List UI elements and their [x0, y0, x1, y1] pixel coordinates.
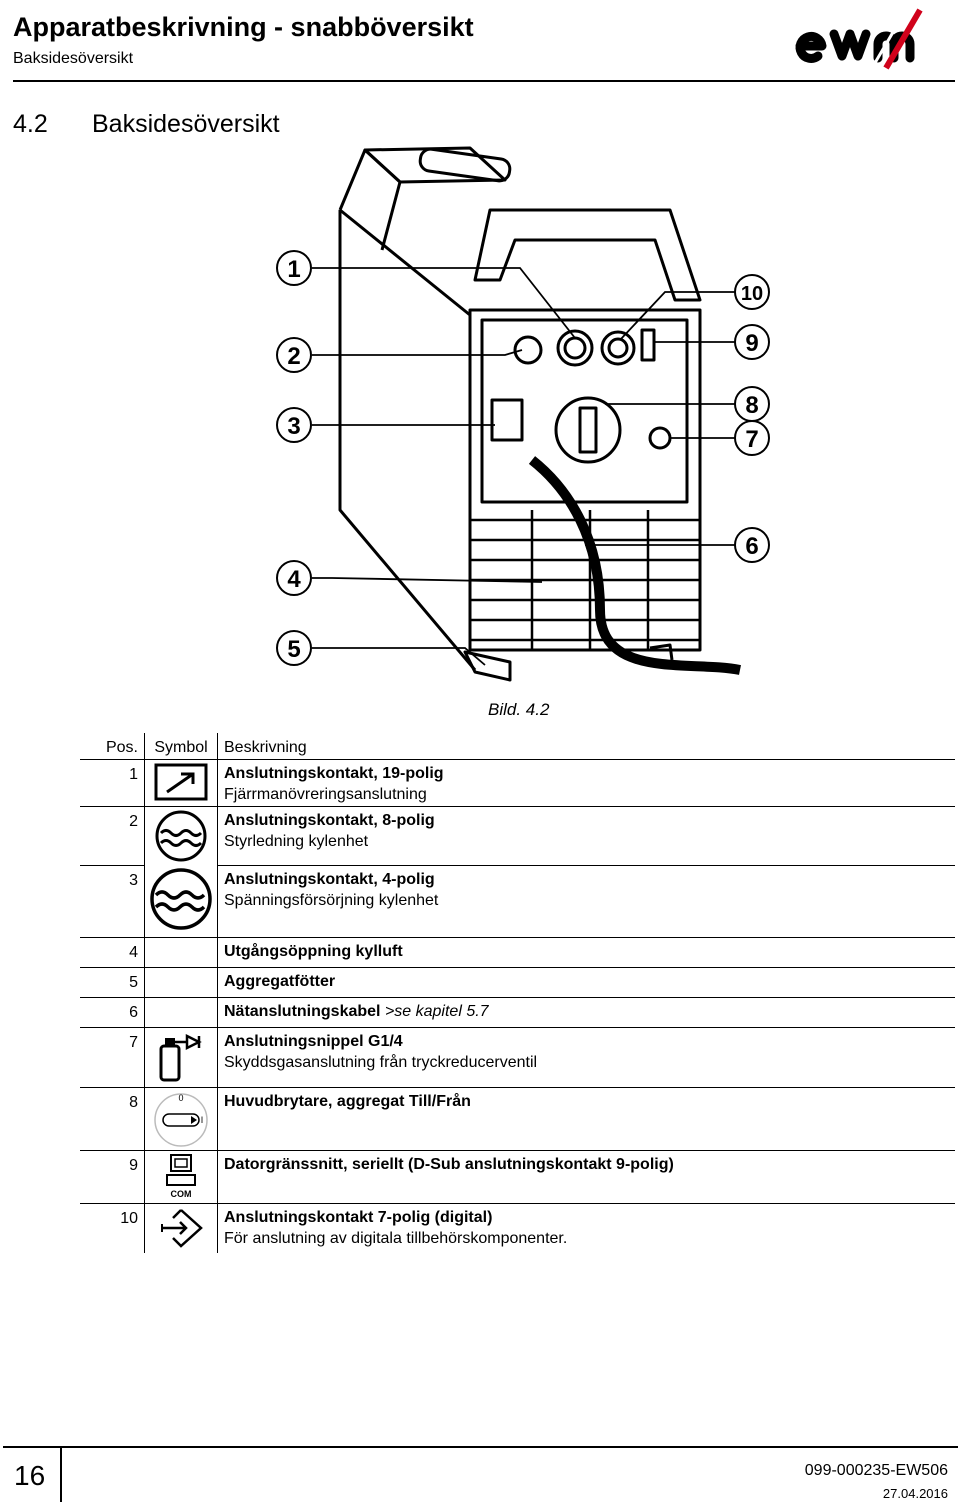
- gas-nipple: [648, 426, 672, 450]
- col-header-description: Beskrivning: [217, 733, 955, 760]
- side-panel: [338, 210, 477, 671]
- top-handle: [363, 146, 507, 184]
- main-switch: [554, 396, 622, 464]
- table-row: 3 Anslutningskontakt, 4-polig Spänningsf…: [80, 864, 955, 938]
- header-divider: [13, 80, 955, 82]
- coolant-icon: [155, 810, 207, 862]
- position-description-table: Pos. Symbol Beskrivning 1 Anslutningskon…: [80, 733, 955, 1253]
- row-detail: Styrledning kylenhet: [224, 833, 369, 850]
- table-row: 2 Anslutningskontakt, 8-polig Styrlednin…: [80, 806, 955, 865]
- figure-caption: Bild. 4.2: [488, 700, 550, 719]
- chapter-reference-link[interactable]: >se kapitel 5.7: [384, 1002, 489, 1020]
- callout-6: 6: [734, 527, 770, 563]
- mains-cable: [528, 456, 741, 675]
- svg-text:4: 4: [287, 566, 301, 593]
- footer-page-separator: [60, 1446, 62, 1502]
- connector-8pin: [513, 335, 543, 365]
- row-detail: För anslutning av digitala tillbehörskom…: [224, 1229, 568, 1247]
- table-row: 9 COM Datorgränssnitt, seriellt (D-Sub a…: [80, 1150, 955, 1204]
- foot: [463, 650, 512, 682]
- page-subtitle: Baksidesöversikt: [13, 50, 134, 67]
- col-header-symbol: Symbol: [144, 733, 218, 760]
- svg-text:10: 10: [741, 283, 763, 305]
- svg-text:1: 1: [287, 256, 300, 283]
- table-row: 7 Anslutningsnippel G1/4 Skyddsgasanslut…: [80, 1027, 955, 1088]
- svg-text:6: 6: [745, 533, 758, 560]
- callout-10: 10: [734, 274, 770, 310]
- rear-panel: [468, 308, 702, 652]
- connector-4pin: [490, 398, 524, 442]
- machine-rear-view-figure: 1 2 3 4 5 6 7 8 9 10: [276, 146, 770, 682]
- callout-9: 9: [734, 324, 770, 360]
- callout-7: 7: [734, 420, 770, 456]
- svg-text:9: 9: [745, 330, 758, 357]
- svg-text:5: 5: [287, 636, 300, 663]
- callout-4: 4: [276, 560, 312, 596]
- svg-text:COM: COM: [171, 1189, 192, 1199]
- row-detail: Spänningsförsörjning kylenhet: [224, 891, 439, 909]
- table-row: 1 Anslutningskontakt, 19-polig Fjärrmanö…: [80, 759, 955, 807]
- connector-plate: [480, 318, 689, 504]
- row-title: Anslutningskontakt, 19-polig: [224, 765, 444, 782]
- dsub-connector: [640, 328, 656, 362]
- document-date: 27.04.2016: [882, 1486, 948, 1501]
- callout-3: 3: [276, 407, 312, 443]
- row-title: Utgångsöppning kylluft: [224, 942, 403, 960]
- page-number: 16: [14, 1460, 46, 1491]
- connector-7pin: [600, 330, 636, 366]
- svg-text:I: I: [201, 1115, 204, 1125]
- coolant-icon: [150, 868, 212, 930]
- col-header-pos: Pos.: [80, 733, 145, 760]
- callout-2: 2: [276, 337, 312, 373]
- row-title: Huvudbrytare, aggregat Till/Från: [224, 1092, 471, 1110]
- digital-connector-icon: [161, 1208, 203, 1248]
- callout-8: 8: [734, 386, 770, 422]
- page-title: Apparatbeskrivning - snabböversikt: [13, 12, 474, 42]
- row-title: Anslutningskontakt 7-polig (digital): [224, 1208, 493, 1226]
- row-title: Datorgränssnitt, seriellt (D-Sub anslutn…: [224, 1155, 674, 1173]
- row-title: Aggregatfötter: [224, 972, 336, 990]
- row-detail: Skyddsgasanslutning från tryckreducerven…: [224, 1053, 538, 1071]
- front-handle: [473, 208, 702, 302]
- ewm-logo: [795, 8, 923, 70]
- row-title: Anslutningsnippel G1/4: [224, 1032, 403, 1050]
- callout-1: 1: [276, 250, 312, 286]
- row-title: Nätanslutningskabel: [224, 1002, 381, 1020]
- table-row: 8 0 I Huvudbrytare, aggregat Till/Från: [80, 1087, 955, 1151]
- table-row: 5 Aggregatfötter: [80, 967, 955, 998]
- connector-19pin: [556, 329, 594, 367]
- section-number: 4.2: [13, 110, 48, 138]
- svg-text:3: 3: [287, 413, 300, 440]
- callout-5: 5: [276, 630, 312, 666]
- svg-text:0: 0: [178, 1093, 183, 1103]
- row-title: Anslutningskontakt, 4-polig: [224, 870, 435, 888]
- footer-divider: [3, 1446, 958, 1448]
- document-number: 099-000235-EW506: [804, 1462, 948, 1479]
- remote-control-icon: [154, 763, 208, 801]
- table-row: 4 Utgångsöppning kylluft: [80, 937, 955, 968]
- gas-cylinder-icon: [159, 1033, 202, 1081]
- row-title: Anslutningskontakt, 8-polig: [224, 812, 435, 829]
- svg-text:7: 7: [745, 426, 758, 453]
- svg-text:8: 8: [745, 392, 758, 419]
- computer-com-icon: COM: [166, 1153, 196, 1199]
- section-title: Baksidesöversikt: [92, 110, 280, 138]
- table-row: 10 Anslutningskontakt 7-polig (digital) …: [80, 1203, 955, 1253]
- svg-text:2: 2: [287, 343, 300, 370]
- main-switch-icon: 0 I: [154, 1093, 208, 1147]
- row-detail: Fjärrmanövreringsanslutning: [224, 786, 427, 803]
- table-row: 6 Nätanslutningskabel >se kapitel 5.7: [80, 997, 955, 1028]
